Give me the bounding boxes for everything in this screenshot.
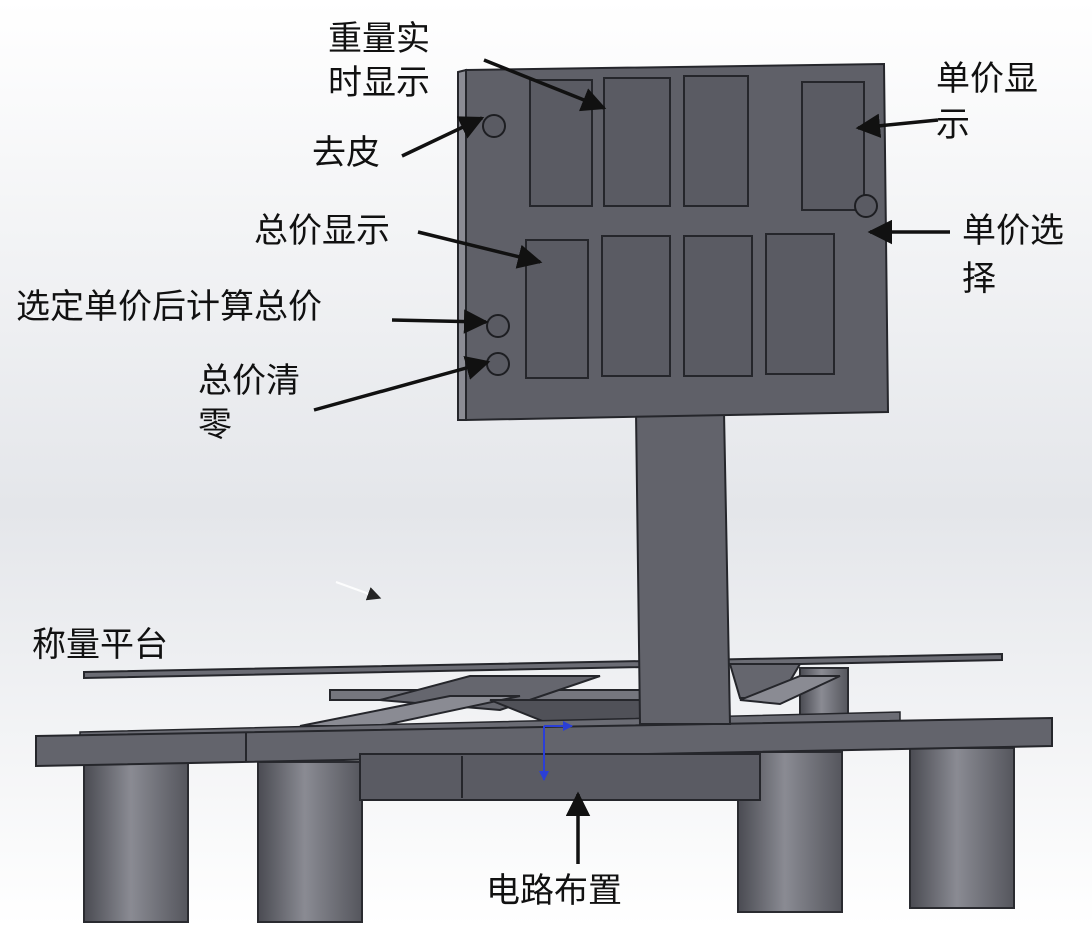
display-stand-column <box>634 411 732 725</box>
support-legs <box>83 667 1015 923</box>
arrow-total-display <box>417 230 543 269</box>
total-digit-3 <box>683 235 753 377</box>
label-tare: 去皮 <box>312 133 380 173</box>
axis-triad-icon <box>539 721 573 781</box>
unit-price-display-digit <box>801 81 865 211</box>
leg-front-right <box>909 747 1015 909</box>
label-circuit-layout: 电路布置 <box>486 871 622 911</box>
scissor-arm-e <box>739 675 841 706</box>
arrow-clear-total <box>313 356 491 412</box>
total-digit-4 <box>765 233 835 375</box>
label-price-select-line2: 择 <box>962 259 996 299</box>
label-clear-total-line1: 总价清 <box>198 361 300 401</box>
arrow-tare <box>401 116 485 158</box>
tare-button <box>482 114 506 138</box>
total-digit-2 <box>601 235 671 377</box>
label-price-display-line1: 单价显 <box>936 59 1038 99</box>
arrow-weight-display <box>483 58 607 112</box>
arrow-calc-total <box>391 309 489 334</box>
display-panel <box>457 62 890 422</box>
label-clear-total-line2: 零 <box>198 405 232 445</box>
weight-display-digits <box>529 75 749 207</box>
clear-total-button <box>486 352 510 376</box>
circuit-box <box>359 753 761 801</box>
leg-front-left <box>83 761 189 923</box>
light-direction-icon <box>335 581 382 601</box>
base-plate <box>35 716 1053 801</box>
leg-front-center-left <box>257 761 363 923</box>
callout-arrows <box>313 58 950 864</box>
label-total-display: 总价显示 <box>254 211 390 251</box>
arrow-unit-price-display <box>855 113 939 138</box>
label-weight-display-line1: 重量实 <box>328 19 430 59</box>
label-weight-display-line2: 时显示 <box>328 63 430 103</box>
label-weighing-platform: 称量平台 <box>32 625 168 665</box>
calc-total-button <box>486 314 510 338</box>
unit-price-select-button <box>854 194 878 218</box>
label-calc-total: 选定单价后计算总价 <box>16 287 322 327</box>
label-price-display-line2: 示 <box>936 105 970 145</box>
label-price-select-line1: 单价选 <box>962 211 1064 251</box>
weight-digit-3 <box>683 75 749 207</box>
weight-digit-2 <box>603 77 671 207</box>
